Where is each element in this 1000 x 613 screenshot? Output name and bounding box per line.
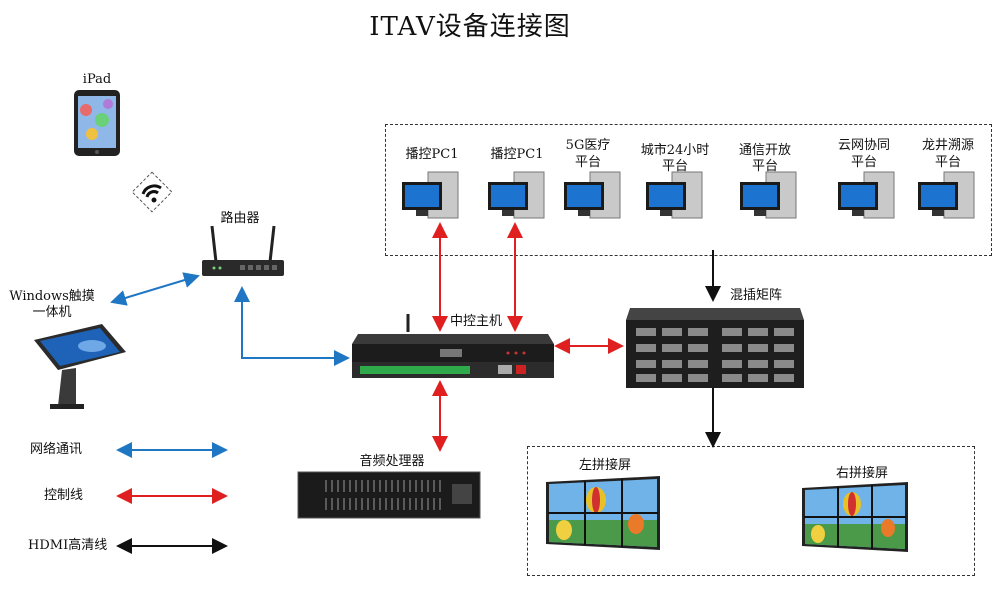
ipad-icon xyxy=(74,90,120,156)
audio-label: 音频处理器 xyxy=(359,454,425,469)
router-label: 路由器 xyxy=(220,211,260,226)
pc-label-1: 播控PC1 xyxy=(405,147,459,162)
pc-label-4b: 平台 xyxy=(661,159,688,174)
touch-label-2: 一体机 xyxy=(32,305,72,320)
computer-icon-6 xyxy=(838,171,895,219)
computer-icon-7 xyxy=(918,171,975,219)
right-video-wall-icon xyxy=(802,482,908,552)
pc-label-2: 播控PC1 xyxy=(490,147,544,162)
screen-group-box xyxy=(527,446,975,576)
central-controller-icon xyxy=(352,314,554,378)
touch-label-1: Windows触摸 xyxy=(9,289,95,304)
computer-icon-3 xyxy=(564,171,621,219)
net-router-central xyxy=(234,286,350,366)
computer-icon-2 xyxy=(488,171,545,219)
ipad-label: iPad xyxy=(82,72,112,87)
legend-network-label: 网络通讯 xyxy=(30,442,83,457)
computer-icon-4 xyxy=(646,171,703,219)
pc-label-3b: 平台 xyxy=(574,155,601,170)
net-touch-router xyxy=(110,272,200,306)
legend-hdmi-label: HDMI高清线 xyxy=(28,538,108,553)
pc-label-5a: 通信开放 xyxy=(738,143,791,158)
pc-label-6a: 云网协同 xyxy=(837,138,890,153)
pc-label-4a: 城市24小时 xyxy=(640,143,710,158)
touch-kiosk-icon xyxy=(34,324,126,409)
pc-label-3a: 5G医疗 xyxy=(565,138,611,153)
computer-icon-5 xyxy=(740,171,797,219)
pc-label-7a: 龙井溯源 xyxy=(921,138,974,153)
legend-control-label: 控制线 xyxy=(44,488,84,503)
left-video-wall-icon xyxy=(546,476,660,550)
central-label: 中控主机 xyxy=(449,314,502,329)
router-icon xyxy=(202,225,284,276)
left-screen-label: 左拼接屏 xyxy=(578,458,631,473)
computer-icon-1 xyxy=(402,171,459,219)
pc-icons xyxy=(402,171,975,219)
pc-label-5b: 平台 xyxy=(751,159,778,174)
matrix-switcher-icon xyxy=(626,308,804,388)
pc-group-box xyxy=(385,124,992,256)
matrix-label: 混插矩阵 xyxy=(729,288,782,303)
audio-processor-icon xyxy=(297,471,481,519)
wifi-icon xyxy=(131,171,173,213)
right-screen-label: 右拼接屏 xyxy=(835,466,888,481)
pc-label-6b: 平台 xyxy=(850,155,877,170)
diagram-title: ITAV设备连接图 xyxy=(369,12,571,42)
pc-label-7b: 平台 xyxy=(934,155,961,170)
